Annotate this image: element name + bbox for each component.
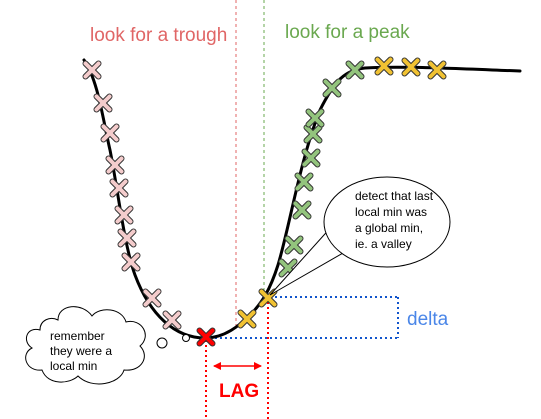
- x-cross-icon: [374, 56, 394, 76]
- detect-bubble-line-3: a global min,: [355, 221, 423, 235]
- x-cross-icon: [305, 108, 325, 128]
- x-cross-icon: [345, 60, 365, 80]
- detect-bubble-line-2: local min was: [355, 205, 427, 219]
- remember-bubble-line-2: they were a: [50, 344, 112, 358]
- x-cross-icon: [303, 124, 323, 144]
- x-cross-icon: [284, 235, 304, 255]
- x-cross-icon: [427, 60, 447, 80]
- x-cross-icon: [82, 60, 102, 80]
- x-cross-icon: [162, 310, 182, 330]
- speech-bubble-icon: detect that last local min was a global …: [269, 176, 451, 296]
- x-cross-icon: [100, 123, 120, 143]
- remember-bubble-line-3: local min: [50, 359, 97, 373]
- trough-label: look for a trough: [90, 25, 227, 46]
- peak-label: look for a peak: [285, 22, 410, 43]
- x-cross-icon: [117, 228, 137, 248]
- x-cross-icon: [196, 327, 216, 347]
- x-cross-icon: [105, 155, 125, 175]
- x-cross-icon: [401, 57, 421, 77]
- x-cross-icon: [301, 148, 321, 168]
- marker-group: [82, 56, 447, 347]
- delta-label: delta: [407, 309, 449, 330]
- thought-bubble-icon: remember they were a local min: [25, 306, 190, 385]
- x-cross-icon: [237, 309, 257, 329]
- x-cross-icon: [292, 200, 312, 220]
- x-cross-icon: [114, 205, 134, 225]
- remember-bubble-line-1: remember: [50, 329, 105, 343]
- x-cross-icon: [294, 172, 314, 192]
- lag-label: LAG: [219, 381, 259, 402]
- detect-bubble-line-4: ie. a valley: [355, 237, 412, 251]
- x-cross-icon: [121, 252, 141, 272]
- x-cross-icon: [109, 178, 129, 198]
- x-cross-icon: [322, 78, 342, 98]
- x-cross-icon: [93, 93, 113, 113]
- detect-bubble-line-1: detect that last: [355, 189, 434, 203]
- x-cross-icon: [142, 288, 162, 308]
